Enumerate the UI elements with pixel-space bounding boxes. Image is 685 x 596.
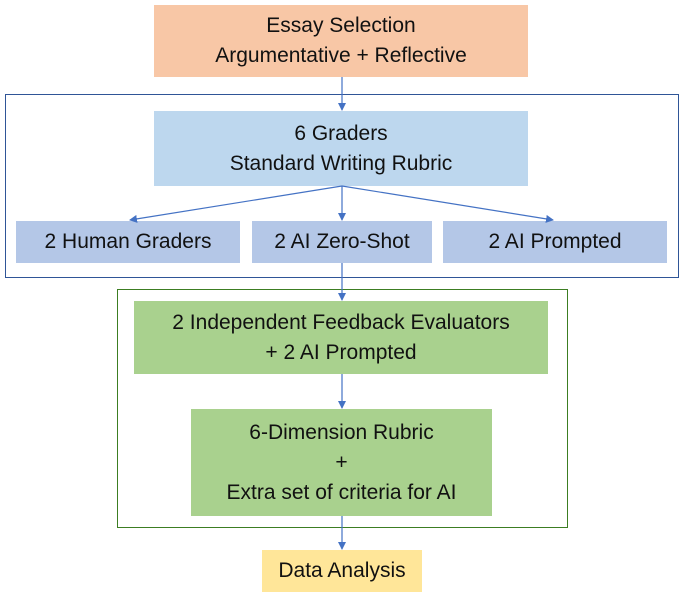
ai-zero-shot-box: 2 AI Zero-Shot [252,221,432,263]
data-analysis-box: Data Analysis [262,550,422,592]
human-graders-box: 2 Human Graders [16,221,240,263]
rubric-title: 6-Dimension Rubric [249,420,434,444]
rubric-extra: Extra set of criteria for AI [226,480,457,504]
graders-title: 6 Graders [294,121,388,145]
arrow-graders-to-human [129,185,343,223]
graders-box: 6 Graders Standard Writing Rubric [154,111,528,186]
evaluators-subtitle: + 2 AI Prompted [265,340,417,364]
ai-zero-shot-label: 2 AI Zero-Shot [274,230,410,253]
ai-prompted-label: 2 AI Prompted [488,230,622,253]
human-graders-label: 2 Human Graders [44,230,212,253]
evaluators-box: 2 Independent Feedback Evaluators + 2 AI… [134,301,548,374]
essay-selection-title: Essay Selection [266,14,416,37]
rubric-plus: + [335,450,348,474]
evaluators-title: 2 Independent Feedback Evaluators [172,310,510,334]
rubric-box: 6-Dimension Rubric + Extra set of criter… [191,409,492,516]
graders-subtitle: Standard Writing Rubric [229,151,453,175]
essay-selection-box: Essay Selection Argumentative + Reflecti… [154,5,528,77]
arrow-graders-to-prompted [341,185,554,223]
data-analysis-label: Data Analysis [278,559,406,582]
essay-selection-subtitle: Argumentative + Reflective [215,44,467,67]
ai-prompted-box: 2 AI Prompted [443,221,667,263]
